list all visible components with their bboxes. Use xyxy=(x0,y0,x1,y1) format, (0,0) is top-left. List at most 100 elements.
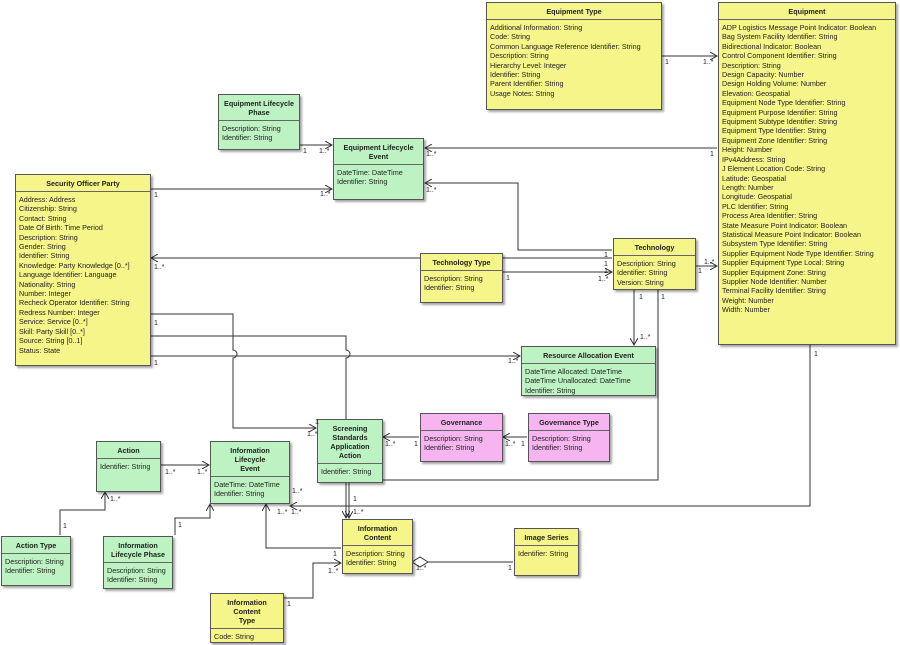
multiplicity-label: 1 xyxy=(710,151,714,158)
multiplicity-label: 1..* xyxy=(292,488,303,495)
assoc-party-screening xyxy=(151,313,316,428)
class-attribute: Statistical Measure Point Indicator: Boo… xyxy=(722,229,862,239)
class-attribute: Description: String xyxy=(346,549,405,558)
assoc-tech-infocontent xyxy=(349,290,659,518)
class-attribute: Equipment Subtype Identifier: String xyxy=(722,117,838,127)
class-attribute: Gender: String xyxy=(19,242,66,252)
class-attribute: Elevation: Geospatial xyxy=(722,88,790,98)
multiplicity-label: 1..* xyxy=(426,151,437,158)
class-attribute: Latitude: Geospatial xyxy=(722,173,786,183)
class-attribute: Identifier: String xyxy=(107,575,158,585)
class-attribute: Identifier: String xyxy=(424,443,475,453)
class-title-line: Information xyxy=(118,541,158,550)
class-title-line: Equipment Lifecycle xyxy=(224,99,294,108)
class-title: Equipment Type xyxy=(487,3,661,20)
class-title: Image Series xyxy=(515,529,578,546)
class-attribute: Equipment Purpose Identifier: String xyxy=(722,107,838,117)
assoc-tech-eqevent xyxy=(425,183,612,251)
class-attribute: Control Component Identifier: String xyxy=(722,51,837,61)
class-attribute: ADP Logistics Message Point Indicator: B… xyxy=(722,23,877,32)
class-attribute: Nationality: String xyxy=(19,279,76,289)
class-title-line: Standards xyxy=(332,433,368,442)
class-attribute: Description: String xyxy=(19,232,78,242)
class-attributes: ADP Logistics Message Point Indicator: B… xyxy=(719,20,895,317)
class-equipment[interactable]: Equipment ADP Logistics Message Point In… xyxy=(718,2,896,345)
class-attribute: Usage Notes: String xyxy=(490,88,555,98)
class-title: Security Officer Party xyxy=(16,175,150,192)
class-attribute: DateTime: DateTime xyxy=(214,480,280,489)
class-attribute: Identifier: String xyxy=(424,283,475,293)
multiplicity-label: 1..* xyxy=(319,148,330,155)
class-attribute: J Element Location Code: String xyxy=(722,164,826,174)
class-title: Technology xyxy=(614,239,695,256)
class-attribute: Description: String xyxy=(5,557,64,566)
class-title: Information Content xyxy=(343,520,412,546)
multiplicity-label: 1 xyxy=(508,565,512,572)
class-attribute: Description: String xyxy=(107,566,166,575)
class-attribute: Identifier: String xyxy=(490,70,541,80)
class-action[interactable]: Action Identifier: String xyxy=(96,441,161,492)
multiplicity-label: 1 xyxy=(506,275,510,282)
multiplicity-label: 1..* xyxy=(320,191,331,198)
class-attribute: Identifier: String xyxy=(214,489,265,499)
assoc-infotype-infocontent xyxy=(284,563,341,599)
class-attribute: Hierarchy Level: Integer xyxy=(490,60,567,70)
multiplicity-label: 1..* xyxy=(416,565,427,572)
class-attribute: Description: String xyxy=(532,434,591,443)
class-attribute: Equipment Zone Identifier: String xyxy=(722,135,828,145)
class-attribute: Equipment Node Type Identifier: String xyxy=(722,98,846,108)
class-attribute: Contact: String xyxy=(19,213,67,223)
class-attribute: Source: String [0..1] xyxy=(19,336,83,346)
class-attribute: Version: String xyxy=(617,277,664,287)
multiplicity-label: 1..* xyxy=(353,509,364,516)
class-title-line: Information Lifecycle xyxy=(230,446,270,464)
multiplicity-label: 1 xyxy=(303,148,307,155)
multiplicity-label: 1 xyxy=(661,294,665,301)
class-attribute: Subsystem Type Identifier: String xyxy=(722,239,828,249)
class-title-line: Event xyxy=(240,464,260,473)
class-title-line: Event xyxy=(368,152,389,161)
class-equipment-type[interactable]: Equipment Type Additional Information: S… xyxy=(486,2,662,110)
class-attribute: Process Area Identifier: String xyxy=(722,211,818,221)
multiplicity-label: 1..* xyxy=(197,469,208,476)
multiplicity-label: 1 xyxy=(604,261,608,268)
class-image-series[interactable]: Image Series Identifier: String xyxy=(514,528,579,576)
class-attribute: Citizenship: String xyxy=(19,204,77,214)
class-attribute: Recheck Operator Identifier: String xyxy=(19,298,130,308)
class-resource-allocation-event[interactable]: Resource Allocation Event DateTime Alloc… xyxy=(521,346,656,396)
class-attribute: Supplier Equipment Node Type Identifier:… xyxy=(722,248,874,258)
class-title: Governance Type xyxy=(529,414,609,431)
class-attribute: Supplier Equipment Type Local: String xyxy=(722,258,845,268)
multiplicity-label: 1..* xyxy=(165,469,176,476)
class-title: Action xyxy=(97,442,160,459)
class-attribute: State Measure Point Indicator: Boolean xyxy=(722,220,848,230)
class-attribute: Supplier Equipment Zone: String xyxy=(722,267,826,277)
class-attribute: Longitude: Geospatial xyxy=(722,192,792,202)
class-attribute: Weight: Number xyxy=(722,295,774,305)
class-attribute: Description: String xyxy=(222,124,281,133)
assoc-actiontype-action xyxy=(59,492,105,535)
multiplicity-label: 1..* xyxy=(328,568,339,575)
class-attribute: DateTime: DateTime xyxy=(337,168,403,177)
